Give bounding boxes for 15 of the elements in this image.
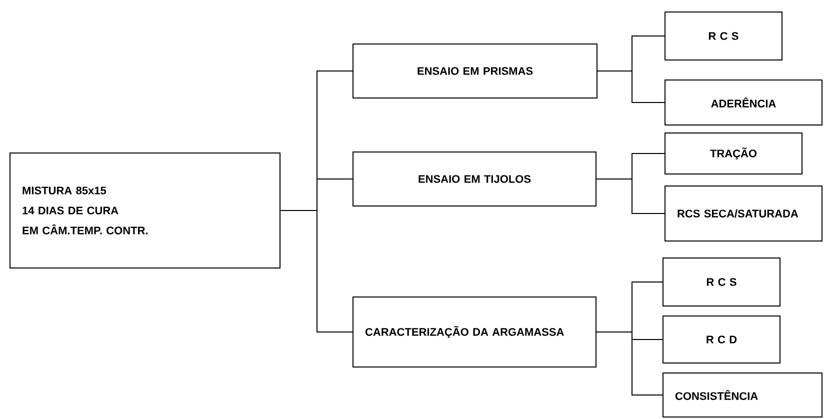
- process-box: CONSISTÊNCIA: [662, 372, 822, 418]
- connector-line: [597, 70, 665, 103]
- process-box: ENSAIO EM TIJOLOS: [352, 152, 596, 206]
- process-box: RCS SECA/SATURADA: [664, 186, 822, 242]
- process-box: ENSAIO EM PRISMAS: [352, 44, 598, 98]
- process-box: R C D: [662, 316, 780, 364]
- process-box: R C S: [664, 12, 782, 60]
- process-box: R C S: [662, 258, 780, 306]
- connector-line: [280, 210, 353, 332]
- process-box: ADERÊNCIA: [664, 80, 822, 126]
- process-box: MISTURA 85x15 14 DIAS DE CURA EM CÂM.TEMP. CONTR.: [10, 152, 280, 268]
- process-box: TRAÇÃO: [664, 132, 802, 174]
- process-box: CARACTERIZAÇÃO DA ARGAMASSA: [352, 296, 596, 368]
- connector-line: [596, 332, 663, 396]
- connector-line: [596, 178, 665, 214]
